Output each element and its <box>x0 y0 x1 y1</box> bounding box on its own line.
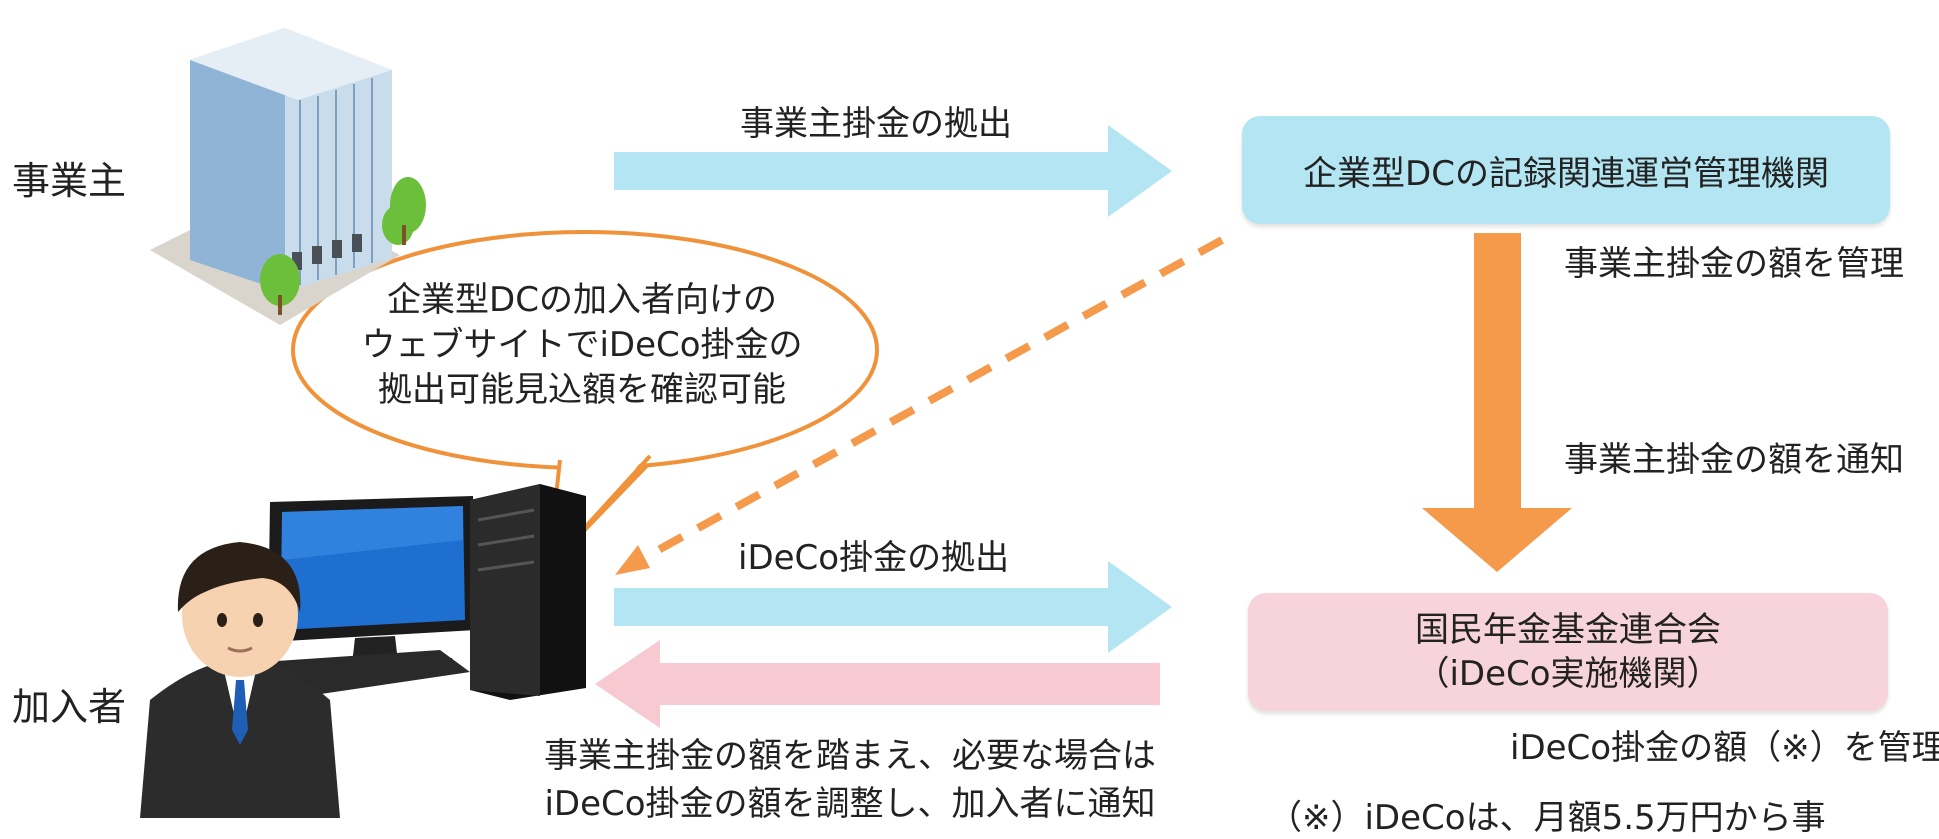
notify-employer-amount-label: 事業主掛金の額を通知 <box>1564 440 1904 480</box>
website-dashed-arrow <box>638 236 1224 564</box>
employer-contribution-label: 事業主掛金の拠出 <box>740 104 1012 144</box>
businessman-icon <box>140 542 340 818</box>
dc-record-keeper-box: 企業型DCの記録関連運営管理機関 <box>1242 116 1890 224</box>
npfa-label-line-2: （iDeCo実施機関） <box>1415 654 1721 694</box>
member-label: 加入者 <box>12 685 127 729</box>
npfa-label-line-1: 国民年金基金連合会 <box>1415 609 1721 650</box>
adjust-notify-arrow <box>595 640 1160 728</box>
npfa-box: 国民年金基金連合会 （iDeCo実施機関） <box>1248 593 1888 711</box>
dc-record-keeper-label: 企業型DCの記録関連運営管理機関 <box>1303 153 1829 194</box>
desktop-computer-icon <box>262 484 586 700</box>
adjust-notify-label: 事業主掛金の額を踏まえ、必要な場合は iDeCo掛金の額を調整し、加入者に通知 <box>480 733 1220 828</box>
website-dashed-arrowhead <box>615 545 650 575</box>
adjust-notify-line-2: iDeCo掛金の額を調整し、加入者に通知 <box>544 783 1156 824</box>
bubble-line-2: ウェブサイトでiDeCo掛金の <box>361 324 803 365</box>
notify-down-arrow <box>1422 233 1572 572</box>
manage-employer-amount-label: 事業主掛金の額を管理 <box>1564 244 1904 284</box>
employer-label: 事業主 <box>12 159 127 203</box>
bubble-line-3: 拠出可能見込額を確認可能 <box>378 369 786 410</box>
ideco-contribution-arrow <box>614 561 1172 653</box>
speech-bubble-text: 企業型DCの加入者向けの ウェブサイトでiDeCo掛金の 拠出可能見込額を確認可… <box>332 278 832 413</box>
employer-contribution-arrow <box>614 125 1172 217</box>
ideco-contribution-label: iDeCo掛金の拠出 <box>738 538 1010 578</box>
bubble-line-1: 企業型DCの加入者向けの <box>387 280 777 320</box>
manage-ideco-amount-label: iDeCo掛金の額（※）を管理 <box>1510 728 1939 768</box>
diagram-graphics <box>140 28 1572 818</box>
adjust-notify-line-1: 事業主掛金の額を踏まえ、必要な場合は <box>544 736 1156 776</box>
footnote: （※）iDeCoは、月額5.5万円から事 <box>1268 798 1826 838</box>
office-building-icon <box>150 28 426 325</box>
